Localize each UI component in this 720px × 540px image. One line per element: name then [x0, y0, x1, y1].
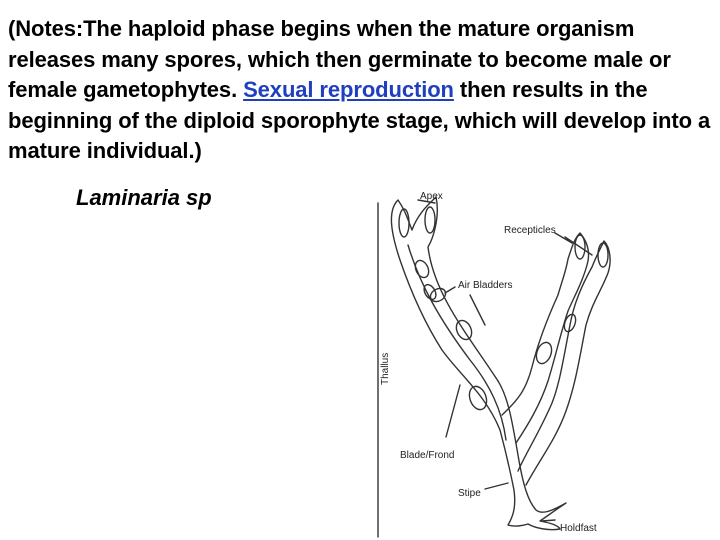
label-thallus: Thallus [380, 353, 391, 385]
notes-text-start: (Notes:The haploid phase begins when the… [8, 16, 671, 102]
air-bladder-1 [414, 259, 430, 279]
apex-receptacle-2 [424, 206, 436, 234]
air-bladder-7 [563, 313, 577, 333]
leader-recepticles [554, 232, 593, 256]
leader-blade [445, 384, 461, 438]
receptacle-right-1 [574, 234, 586, 260]
receptacle-right-2 [597, 242, 609, 268]
sexual-reproduction-link[interactable]: Sexual reproduction [243, 77, 454, 102]
laminaria-diagram: Apex Recepticles Air Bladders Thallus Bl… [377, 191, 611, 538]
leader-holdfast [541, 519, 556, 522]
right-branch-outline [501, 232, 590, 444]
label-stipe: Stipe [458, 488, 481, 499]
air-bladder-3 [429, 287, 447, 303]
label-air-bladders: Air Bladders [458, 280, 512, 291]
right-frond-outline [517, 240, 611, 486]
leader-apex [417, 199, 436, 204]
leader-stipe [484, 482, 509, 490]
label-recepticles: Recepticles [504, 225, 556, 236]
label-holdfast: Holdfast [560, 523, 597, 534]
leader-air-bladders [444, 286, 486, 326]
diagram-caption: Laminaria sp [76, 185, 212, 210]
label-blade: Blade/Frond [400, 450, 454, 461]
air-bladder-4 [455, 319, 473, 341]
midrib-line [407, 244, 507, 441]
notes-text-end: then results in the beginning of the dip… [8, 77, 711, 163]
air-bladder-6 [535, 341, 553, 365]
apex-receptacle-1 [398, 208, 410, 238]
notes-paragraph: (Notes:The haploid phase begins when the… [8, 14, 720, 167]
label-apex: Apex [420, 191, 443, 202]
air-bladder-5 [468, 385, 488, 411]
thallus-outline [390, 196, 567, 531]
